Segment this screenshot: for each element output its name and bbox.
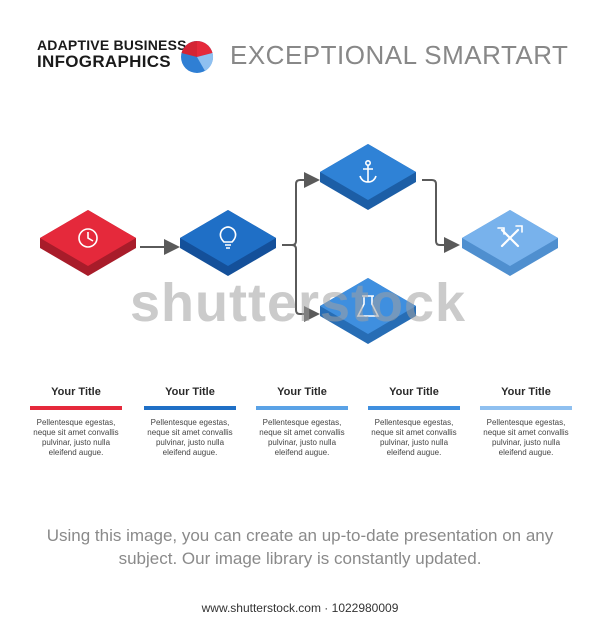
footer-text: Using this image, you can create an up-t… xyxy=(46,526,554,568)
column-2: Your Title Pellentesque egestas, neque s… xyxy=(144,386,236,458)
column-body: Pellentesque egestas, neque sit amet con… xyxy=(147,418,233,457)
column-list: Your Title Pellentesque egestas, neque s… xyxy=(30,386,575,466)
column-body: Pellentesque egestas, neque sit amet con… xyxy=(371,418,457,457)
node-anchor xyxy=(320,144,416,210)
column-title: Your Title xyxy=(501,386,551,398)
column-title: Your Title xyxy=(277,386,327,398)
connector-idea-lab xyxy=(282,244,320,322)
column-body: Pellentesque egestas, neque sit amet con… xyxy=(33,418,119,457)
watermark: shutterstock xyxy=(130,273,467,333)
node-idea xyxy=(180,210,276,276)
header: ADAPTIVE BUSINESS INFOGRAPHICS EXCEPTION… xyxy=(0,0,600,80)
column-bar xyxy=(480,406,572,410)
column-title: Your Title xyxy=(389,386,439,398)
anchor-icon xyxy=(359,159,377,183)
flask-icon xyxy=(356,295,380,317)
node-clock xyxy=(40,210,136,276)
column-title: Your Title xyxy=(51,386,101,398)
column-body: Pellentesque egestas, neque sit amet con… xyxy=(483,418,569,457)
pie-logo-icon xyxy=(181,40,214,73)
column-3: Your Title Pellentesque egestas, neque s… xyxy=(256,386,348,458)
column-bar xyxy=(368,406,460,410)
column-1: Your Title Pellentesque egestas, neque s… xyxy=(30,386,122,458)
clock-icon xyxy=(78,228,98,248)
brand-line2: INFOGRAPHICS xyxy=(37,51,171,71)
page-title: EXCEPTIONAL SMARTART xyxy=(230,40,569,70)
column-bar xyxy=(256,406,348,410)
column-4: Your Title Pellentesque egestas, neque s… xyxy=(368,386,460,458)
column-body: Pellentesque egestas, neque sit amet con… xyxy=(259,418,345,457)
connector-idea-anchor xyxy=(282,172,320,246)
brand-line1: ADAPTIVE BUSINESS xyxy=(37,37,187,53)
column-bar xyxy=(144,406,236,410)
tools-icon xyxy=(497,225,523,248)
flow-svg xyxy=(40,144,558,344)
column-bar xyxy=(30,406,122,410)
column-5: Your Title Pellentesque egestas, neque s… xyxy=(480,386,572,458)
brand: ADAPTIVE BUSINESS INFOGRAPHICS xyxy=(37,38,187,71)
site-credit: www.shutterstock.com · 1022980009 xyxy=(201,601,399,615)
connector-anchor-tools xyxy=(422,179,460,253)
lightbulb-icon xyxy=(219,226,237,249)
column-title: Your Title xyxy=(165,386,215,398)
node-lab xyxy=(320,278,416,344)
flow-diagram xyxy=(0,130,600,370)
node-tools xyxy=(462,210,558,276)
